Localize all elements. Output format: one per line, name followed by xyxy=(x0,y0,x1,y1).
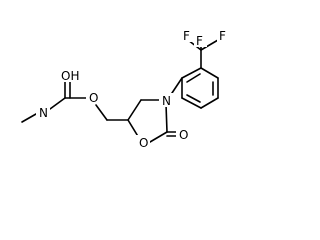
atom-label-n-ring: N xyxy=(162,94,171,108)
atom-label-n-carbamate: N xyxy=(39,106,48,120)
bond-n3-c2 xyxy=(165,103,168,133)
bond-c2-c3 xyxy=(200,67,219,79)
bond-cf3-f-right xyxy=(200,39,219,51)
bond-c4-c5 xyxy=(200,97,219,109)
atom-label-oh: OH xyxy=(61,69,79,83)
atom-label-f-right: F xyxy=(219,29,226,43)
aromatic-inner-bond-3 xyxy=(186,94,201,103)
carbamate-bonds xyxy=(21,80,129,123)
bond-n-carbamate-c xyxy=(49,97,66,110)
bond-c1-c2 xyxy=(181,67,202,79)
atom-label-o-ester: O xyxy=(89,91,98,105)
atom-label-o-ring: O xyxy=(139,136,148,150)
chemical-structure-diagram: OH N O N O O F F F xyxy=(21,28,230,150)
atom-label-f-bottom: F xyxy=(196,34,203,48)
aromatic-inner-bond-1 xyxy=(186,73,201,83)
bond-c5-c4 xyxy=(127,99,142,121)
atom-labels: OH N O N O O F F F xyxy=(36,28,230,150)
bond-c5-c6 xyxy=(181,97,202,109)
bond-methyl-n xyxy=(21,113,37,123)
bond-c2-o1 xyxy=(149,131,168,143)
atom-label-f-left: F xyxy=(183,29,190,43)
atom-label-o-carbonyl: O xyxy=(179,128,188,142)
bond-o-ch2 xyxy=(95,104,108,121)
phenyl-ring-bonds xyxy=(169,67,219,109)
